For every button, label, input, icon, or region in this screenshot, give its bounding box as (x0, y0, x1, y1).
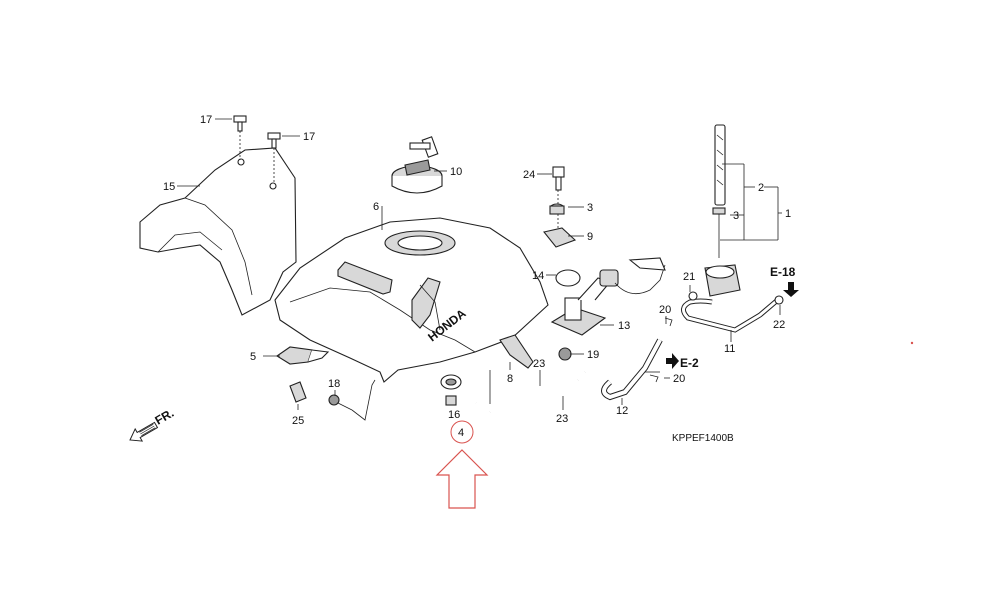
callout-21: 21 (683, 271, 695, 283)
rubber-pad (275, 346, 330, 365)
callout-10: 10 (450, 166, 462, 178)
callout-2: 2 (758, 182, 764, 194)
clip-22 (774, 295, 784, 305)
highlight-arrow (435, 449, 489, 509)
highlight-label: 4 (458, 427, 464, 439)
leader-lines (177, 118, 782, 410)
ref-e2-arrow (666, 353, 679, 369)
bolt-17-left (233, 115, 247, 160)
strap-8 (499, 334, 534, 369)
callout-18: 18 (328, 378, 340, 390)
callout-3-nut: 3 (587, 202, 593, 214)
callout-17-left: 17 (200, 114, 212, 126)
callout-1: 1 (785, 208, 791, 220)
bolt-18 (328, 394, 353, 411)
front-direction-arrow (129, 421, 159, 442)
fuel-pump (550, 257, 666, 336)
drain-hoses (474, 370, 586, 430)
callout-12: 12 (616, 405, 628, 417)
hose-11 (681, 296, 782, 333)
ref-e18-arrow (783, 282, 799, 297)
callout-17-right: 17 (303, 131, 315, 143)
highlight-marker: 4 (435, 420, 489, 509)
o-ring-14 (555, 269, 581, 287)
callout-6: 6 (373, 201, 379, 213)
callout-24: 24 (523, 169, 535, 181)
callout-13: 13 (618, 320, 630, 332)
red-dot (910, 341, 914, 345)
clip-25 (289, 381, 307, 403)
callout-11: 11 (724, 343, 735, 355)
callout-23-bottom: 23 (556, 413, 568, 425)
grommet-4 (440, 374, 462, 390)
clip-20-bottom (649, 374, 659, 383)
callout-23-top: 23 (533, 358, 545, 370)
callout-19: 19 (587, 349, 599, 361)
fuel-tube-12 (601, 338, 663, 401)
callout-9: 9 (587, 231, 593, 243)
fuel-cap (391, 136, 443, 194)
callout-20-top: 20 (659, 304, 671, 316)
clip-16 (445, 395, 457, 406)
callout-3: 3 (733, 210, 739, 222)
tank-cover: HONDA (274, 217, 549, 383)
clip-20-top (664, 317, 673, 327)
plate-9 (543, 227, 577, 248)
bolt-19 (558, 347, 572, 361)
bolt-24 (552, 166, 565, 230)
callout-5: 5 (250, 351, 256, 363)
callout-16: 16 (448, 409, 460, 421)
nut-washer (549, 203, 565, 215)
side-cover (139, 147, 297, 316)
bolt-17-right (267, 132, 281, 184)
clip-21 (688, 291, 698, 301)
callout-25: 25 (292, 415, 304, 427)
diagram-code: KPPEF1400B (672, 433, 734, 444)
callout-14: 14 (532, 270, 544, 282)
callout-8: 8 (507, 373, 513, 385)
callout-20-bottom: 20 (673, 373, 685, 385)
ref-e18: E-18 (770, 265, 796, 279)
callout-15: 15 (163, 181, 175, 193)
callout-22: 22 (773, 319, 785, 331)
sender-unit (704, 124, 741, 297)
ref-e2: E-2 (680, 356, 699, 370)
